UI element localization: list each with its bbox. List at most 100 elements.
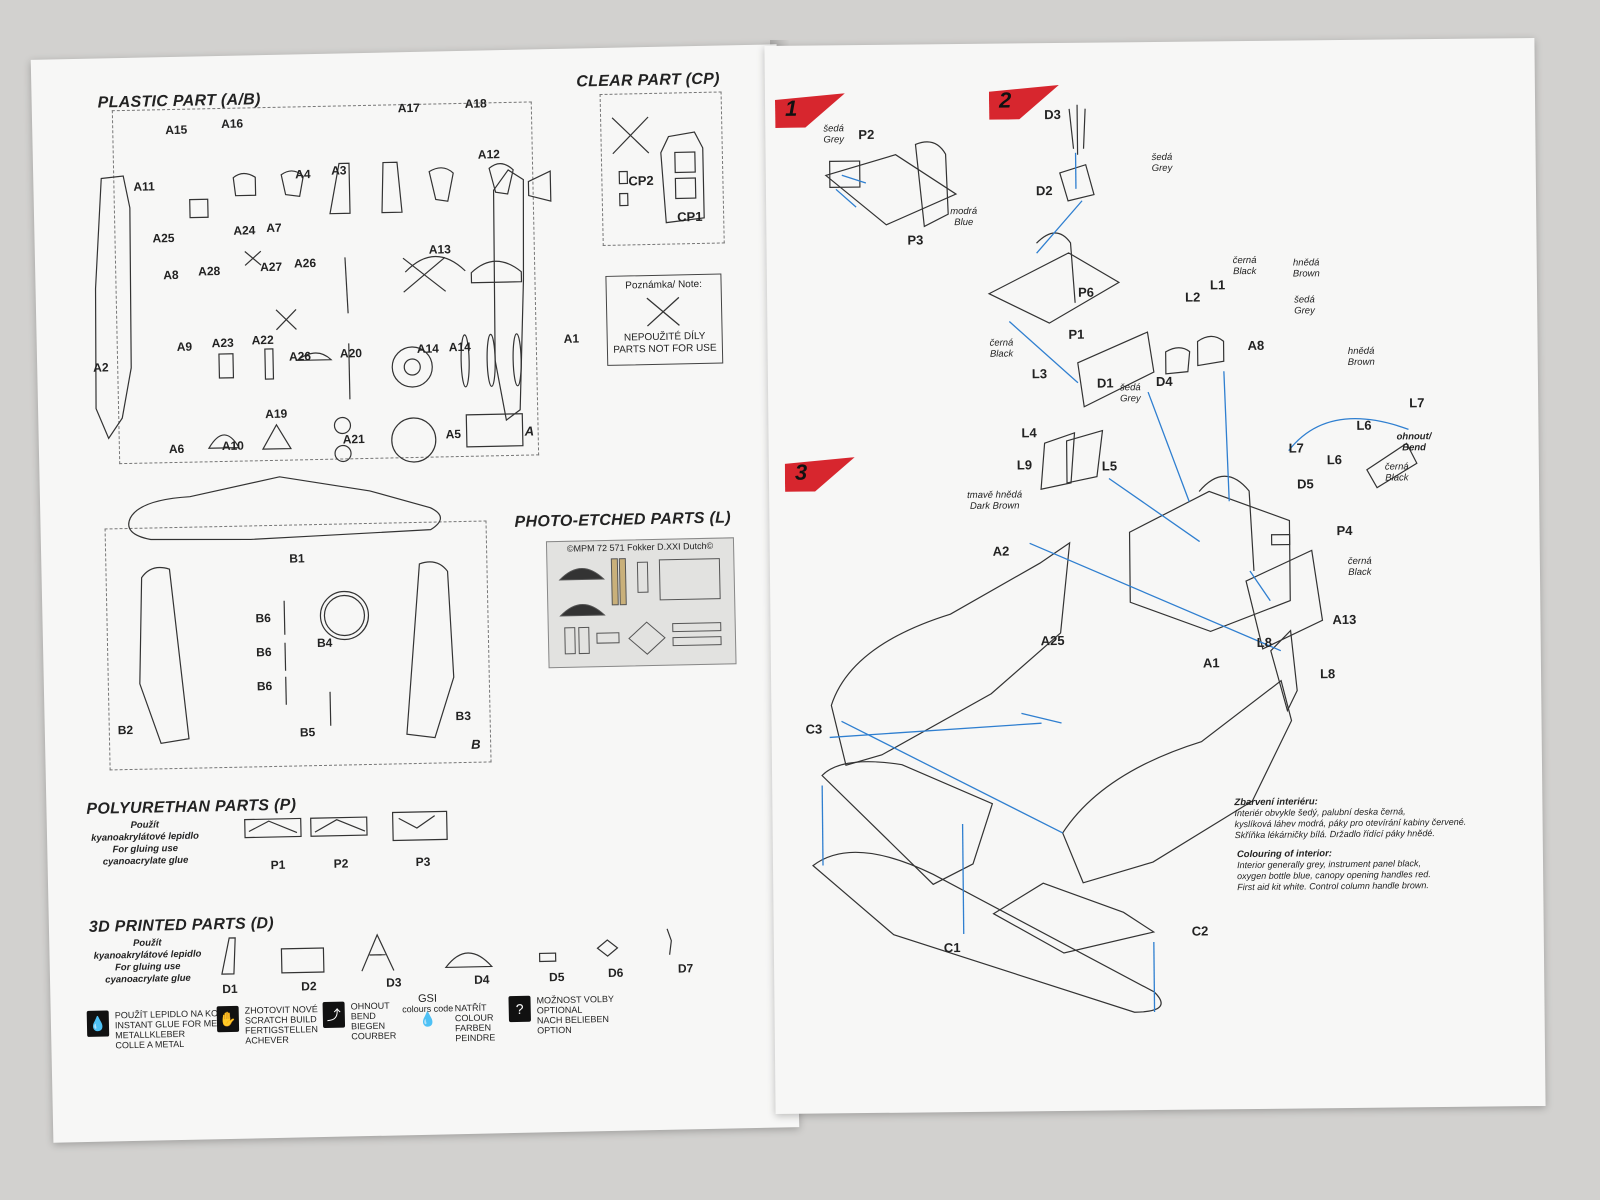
legend-option-line: NACH BELIEBEN bbox=[536, 1014, 610, 1026]
legend-paint-code: GSI colours code 💧 bbox=[400, 993, 455, 1028]
part-label-l1: L1 bbox=[1209, 277, 1226, 293]
part-label-a12: A12 bbox=[477, 147, 500, 162]
part-label-a28: A28 bbox=[198, 264, 221, 279]
part-label-p6: P6 bbox=[1077, 284, 1095, 300]
photo-etched-heading: PHOTO-ETCHED PARTS (L) bbox=[514, 509, 732, 531]
part-label-l7-b: L7 bbox=[1288, 440, 1304, 456]
callout-cz: ohnout/ bbox=[1396, 431, 1432, 443]
legend-bend-line: OHNOUT bbox=[350, 1000, 390, 1012]
part-label-a13: A13 bbox=[428, 242, 451, 257]
legend-bend-line: COURBER bbox=[351, 1030, 397, 1042]
not-for-use-note: Poznámka/ Note: NEPOUŽITÉ DÍLY PARTS NOT… bbox=[605, 273, 724, 366]
scratch-build-icon: ✋ bbox=[216, 1005, 240, 1033]
callout-en: Brown bbox=[1292, 268, 1320, 280]
part-label-a15: A15 bbox=[165, 122, 188, 138]
legend-bend: ⤴ OHNOUT BEND BIEGEN COURBER bbox=[322, 1000, 397, 1042]
part-label-a24: A24 bbox=[233, 223, 256, 238]
part-label-a9: A9 bbox=[176, 339, 193, 354]
clear-parts-drawing bbox=[611, 116, 705, 224]
callout-en: Brown bbox=[1347, 356, 1375, 368]
callout-en: Dark Brown bbox=[969, 500, 1020, 512]
part-label-b4: B4 bbox=[316, 635, 333, 651]
callout-en: Grey bbox=[823, 134, 845, 146]
part-label-a6: A6 bbox=[168, 441, 185, 457]
step-3-badge: 3 bbox=[784, 457, 855, 492]
glue-drop-icon: 💧 bbox=[86, 1010, 110, 1037]
legend-scratch: ✋ ZHOTOVIT NOVÉ SCRATCH BUILD FERTIGSTEL… bbox=[216, 1004, 319, 1046]
legend-glue: 💧 POUŽÍT LEPIDLO NA KOV INSTANT GLUE FOR… bbox=[86, 1008, 234, 1051]
part-label-l6-b: L6 bbox=[1326, 452, 1343, 468]
callout-cz: černá bbox=[1347, 555, 1372, 567]
interior-en-line: First aid kit white. Control column hand… bbox=[1237, 880, 1429, 893]
part-label-a8: A8 bbox=[1247, 337, 1265, 354]
callout-en: Black bbox=[1348, 566, 1372, 578]
step-1-drawing bbox=[824, 141, 958, 228]
part-label-d3: D3 bbox=[385, 975, 402, 990]
part-label-d7: D7 bbox=[677, 961, 694, 976]
part-label-a21: A21 bbox=[342, 432, 365, 447]
part-label-a25: A25 bbox=[1040, 632, 1065, 649]
callout-en: Grey bbox=[1294, 305, 1315, 317]
callout-en: Black bbox=[989, 348, 1014, 360]
part-label-cp1: CP1 bbox=[677, 208, 703, 225]
paint-icon: 💧 bbox=[419, 1010, 437, 1028]
part-label-a7: A7 bbox=[266, 220, 282, 236]
pe-parts-drawing bbox=[558, 558, 722, 655]
part-label-a10: A10 bbox=[221, 438, 245, 454]
part-label-b2: B2 bbox=[117, 722, 134, 738]
legend-glue-text: POUŽÍT LEPIDLO NA KOV INSTANT GLUE FOR M… bbox=[115, 1008, 234, 1050]
part-label-d3: D3 bbox=[1044, 106, 1061, 123]
part-label-l3: L3 bbox=[1031, 366, 1048, 382]
part-label-a20: A20 bbox=[339, 346, 363, 361]
part-label-p2: P2 bbox=[333, 856, 349, 871]
part-label-d4: D4 bbox=[473, 972, 490, 987]
part-label-a14-b: A14 bbox=[448, 339, 472, 355]
printed-parts-drawing bbox=[221, 928, 672, 975]
part-label-a17: A17 bbox=[397, 100, 420, 116]
poly-glue-instruction: Použít kyanoakrylátové lepidlo For gluin… bbox=[91, 819, 200, 869]
part-label-l7: L7 bbox=[1409, 395, 1425, 411]
callout-cz: šedá bbox=[1294, 294, 1315, 306]
part-label-b5: B5 bbox=[299, 725, 316, 740]
part-label-a16: A16 bbox=[220, 116, 244, 131]
callout-cz: černá bbox=[989, 337, 1014, 349]
legend-paint: GSI colours code 💧 NATŘÍT COLOUR FARBEN … bbox=[400, 992, 495, 1044]
part-label-c2: C2 bbox=[1191, 923, 1209, 939]
sprue-a-parts-drawing bbox=[94, 161, 552, 463]
photo-etched-fret: ©MPM 72 571 Fokker D.XXI Dutch© bbox=[545, 537, 737, 669]
part-label-cp2: CP2 bbox=[628, 172, 654, 189]
part-label-a1: A1 bbox=[563, 331, 580, 346]
legend-option-line: OPTION bbox=[537, 1024, 572, 1036]
legend-scratch-text: ZHOTOVIT NOVÉ SCRATCH BUILD FERTIGSTELLE… bbox=[245, 1004, 319, 1046]
part-label-l9: L9 bbox=[1016, 457, 1033, 473]
callout-cz: černá bbox=[1232, 254, 1257, 267]
step-3-drawing bbox=[812, 541, 1298, 1013]
legend-paint-text: NATŘÍT COLOUR FARBEN PEINDRE bbox=[455, 1002, 496, 1044]
part-label-b6-b: B6 bbox=[256, 645, 272, 660]
part-label-p4: P4 bbox=[1336, 522, 1353, 539]
callout-en: Black bbox=[1233, 265, 1257, 278]
part-label-d6: D6 bbox=[607, 965, 624, 981]
part-label-a2: A2 bbox=[992, 543, 1010, 559]
part-label-a26: A26 bbox=[293, 256, 317, 271]
part-label-a8: A8 bbox=[163, 267, 179, 283]
callout-cz: černá bbox=[1384, 461, 1409, 473]
step-1-badge: 1 bbox=[774, 93, 845, 128]
part-label-p2: P2 bbox=[858, 126, 875, 143]
part-label-a4: A4 bbox=[295, 167, 311, 182]
legend-paint-line: PEINDRE bbox=[455, 1032, 496, 1044]
part-label-l4: L4 bbox=[1021, 425, 1037, 441]
part-label-l5: L5 bbox=[1101, 458, 1118, 474]
bend-icon: ⤴ bbox=[322, 1001, 346, 1029]
callout-cz: hnědá bbox=[1292, 257, 1320, 269]
interior-colouring-cz: Zbarvení interiéru: Interiér obvykle šed… bbox=[1234, 795, 1466, 841]
option-icon: ? bbox=[508, 995, 531, 1023]
step-1-number: 1 bbox=[784, 95, 798, 121]
